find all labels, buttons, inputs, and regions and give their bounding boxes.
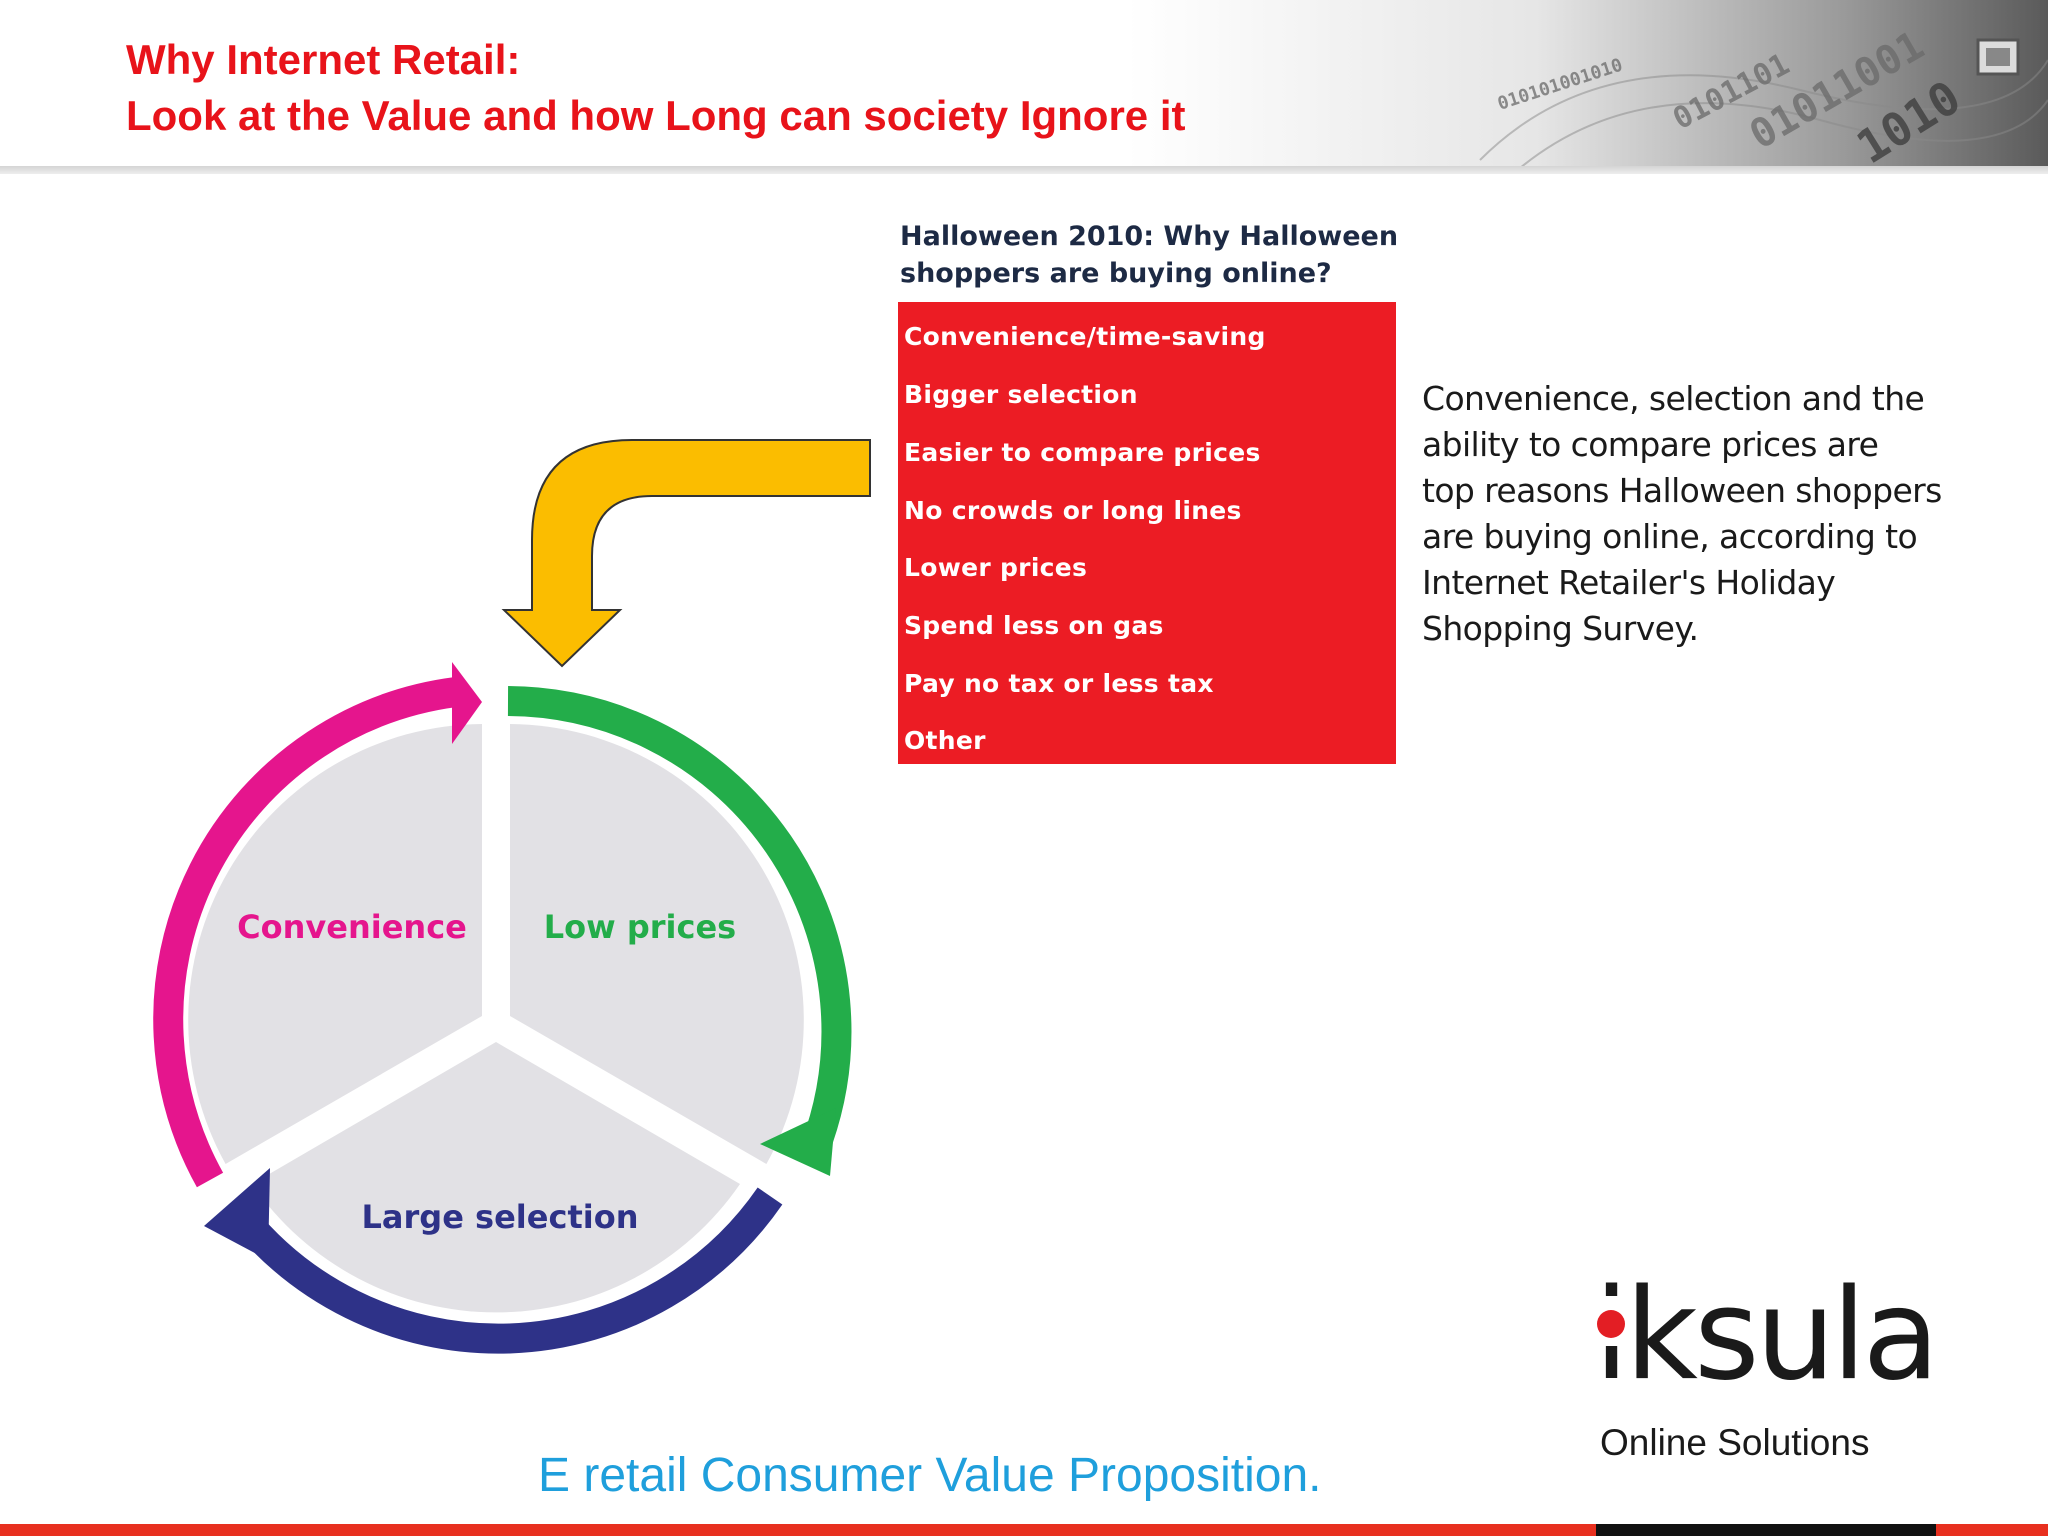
summary-line: top reasons Halloween shoppers xyxy=(1422,471,1942,510)
large-selection-label: Large selection xyxy=(362,1198,639,1236)
low-prices-label: Low prices xyxy=(544,908,736,946)
slide-title-line-2: Look at the Value and how Long can socie… xyxy=(126,92,1186,139)
summary-line: Convenience, selection and the xyxy=(1422,379,1925,418)
header-divider xyxy=(0,166,2048,174)
slide-title-line-1: Why Internet Retail: xyxy=(126,36,521,83)
footer-accent xyxy=(1596,1524,1936,1536)
large-selection-arrow xyxy=(204,1168,783,1354)
logo-tagline: Online Solutions xyxy=(1600,1422,1870,1463)
convenience-arrow xyxy=(153,662,482,1188)
large-selection-sector xyxy=(252,1042,740,1313)
footer-bar xyxy=(0,1524,2048,1536)
convenience-sector xyxy=(188,724,483,1164)
survey-summary-text: Convenience, selection and the ability t… xyxy=(1422,376,2022,652)
survey-reason: Easier to compare prices xyxy=(904,438,1261,467)
low-prices-sector xyxy=(510,724,804,1164)
red-dot-icon xyxy=(1597,1310,1625,1338)
survey-reason: No crowds or long lines xyxy=(904,496,1242,525)
survey-title-line-1: Halloween 2010: Why Halloween xyxy=(900,221,1399,252)
summary-line: are buying online, according to xyxy=(1422,517,1918,556)
summary-line: ability to compare prices are xyxy=(1422,425,1879,464)
survey-reason: Pay no tax or less tax xyxy=(904,669,1214,698)
convenience-label: Convenience xyxy=(237,908,467,946)
survey-reasons-box: Convenience/time-saving Bigger selection… xyxy=(898,302,1396,764)
survey-panel: Halloween 2010: Why Halloween shoppers a… xyxy=(900,218,1400,292)
survey-reason: Spend less on gas xyxy=(904,611,1164,640)
survey-reason: Bigger selection xyxy=(904,380,1138,409)
survey-reason: Convenience/time-saving xyxy=(904,322,1266,351)
summary-line: Shopping Survey. xyxy=(1422,609,1699,648)
slide-title: Why Internet Retail: Look at the Value a… xyxy=(126,32,1185,144)
survey-title: Halloween 2010: Why Halloween shoppers a… xyxy=(900,218,1400,292)
computer-monitor-icon xyxy=(1976,38,2020,76)
low-prices-arrow xyxy=(507,686,852,1176)
slide-header: 010101001010 0101101 01011001 1010 Why I… xyxy=(0,0,2048,168)
logo-wordmark: iksula xyxy=(1594,1261,1940,1408)
survey-reason: Lower prices xyxy=(904,553,1088,582)
survey-title-line-2: shoppers are buying online? xyxy=(900,258,1332,289)
callout-arrow xyxy=(501,439,871,668)
slide-caption: E retail Consumer Value Proposition. xyxy=(538,1449,1322,1502)
summary-line: Internet Retailer's Holiday xyxy=(1422,563,1836,602)
survey-reason: Other xyxy=(904,726,986,755)
binary-code-banner-image: 010101001010 0101101 01011001 1010 xyxy=(0,0,2048,168)
